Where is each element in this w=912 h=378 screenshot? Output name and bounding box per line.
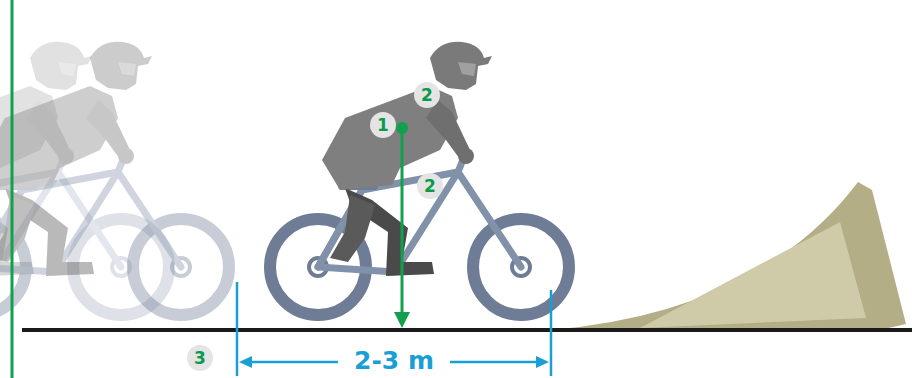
dimension-line [450,361,542,364]
center-of-gravity [396,122,408,134]
ground-line [22,328,912,332]
callout-number: 1 [370,112,396,138]
dimension-tick [236,282,239,376]
start-line [11,0,14,378]
dimension-tick [550,290,553,376]
dimension-arrowhead [239,356,252,368]
callout-number: 2 [417,173,443,199]
callout-number: 2 [414,82,440,108]
dimension-arrowhead [536,356,549,368]
callout-number: 3 [187,345,213,371]
gravity-line [401,128,404,316]
dimension-line [246,361,338,364]
ramp-support [640,222,866,328]
main-rider [270,42,569,315]
ramp [550,182,906,330]
dimension-lines [237,282,551,376]
dimension-label: 2-3 m [350,346,438,376]
ghost-rider [0,42,229,315]
gravity-arrowhead [394,312,410,328]
